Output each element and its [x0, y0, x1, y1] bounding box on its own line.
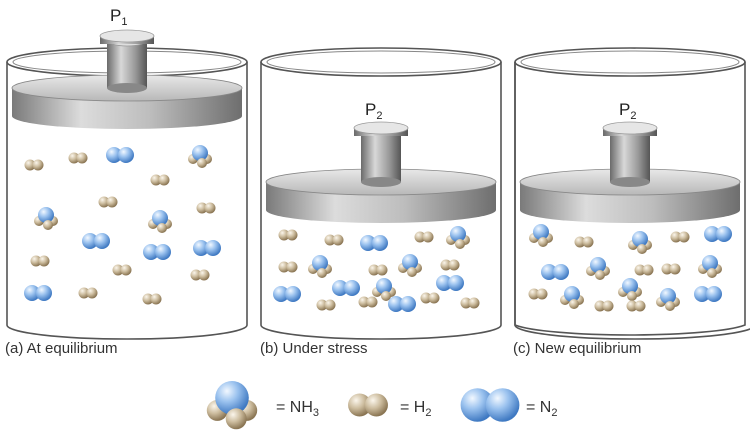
h2-molecule — [324, 234, 344, 246]
n2-molecule — [360, 235, 388, 251]
h2-molecule — [634, 264, 654, 276]
h2-molecule — [574, 236, 594, 248]
h2-molecule — [98, 196, 118, 208]
n2-molecule — [332, 280, 360, 296]
n2-molecule-icon — [460, 388, 520, 422]
nh3-molecule — [656, 288, 680, 311]
h2-molecule — [626, 300, 646, 312]
n2-molecule — [704, 226, 732, 242]
molecules-a — [24, 145, 221, 305]
caption-under-stress: (b) Under stress — [260, 340, 368, 357]
molecules-c — [528, 224, 732, 312]
n2-molecule — [694, 286, 722, 302]
legend-nh3-label: = NH3 — [276, 399, 320, 419]
h2-molecule — [414, 231, 434, 243]
h2-molecule — [661, 263, 681, 275]
h2-molecule — [196, 202, 216, 214]
nh3-molecule — [560, 286, 584, 309]
h2-molecule — [358, 296, 378, 308]
nh3-molecule — [148, 210, 172, 233]
nh3-molecule — [628, 231, 652, 254]
h2-molecule — [78, 287, 98, 299]
cylinder-c — [514, 47, 750, 340]
h2-molecule — [440, 259, 460, 271]
legend-n2-label: = N2 — [526, 399, 558, 419]
h2-molecule-icon — [348, 393, 388, 417]
nh3-molecule — [34, 207, 58, 230]
n2-molecule — [106, 147, 134, 163]
h2-molecule — [142, 293, 162, 305]
nh3-molecule-icon — [206, 381, 258, 430]
caption-at-equilibrium: (a) At equilibrium — [5, 340, 118, 357]
h2-molecule — [316, 299, 336, 311]
h2-molecule — [24, 159, 44, 171]
h2-molecule — [278, 261, 298, 273]
piston-c — [519, 121, 741, 223]
h2-molecule — [190, 269, 210, 281]
h2-molecule — [278, 229, 298, 241]
nh3-molecule — [529, 224, 553, 247]
n2-molecule — [143, 244, 171, 260]
h2-molecule — [30, 255, 50, 267]
n2-molecule — [273, 286, 301, 302]
n2-molecule — [24, 285, 52, 301]
h2-molecule — [460, 297, 480, 309]
pressure-label-c: P2 — [619, 100, 637, 122]
h2-molecule — [594, 300, 614, 312]
n2-molecule — [193, 240, 221, 256]
h2-molecule — [68, 152, 88, 164]
pressure-label-b: P2 — [365, 100, 383, 122]
nh3-molecule — [188, 145, 212, 168]
nh3-molecule — [446, 226, 470, 249]
h2-molecule — [150, 174, 170, 186]
h2-molecule — [420, 292, 440, 304]
n2-molecule — [541, 264, 569, 280]
n2-molecule — [436, 275, 464, 291]
pressure-label-a: P1 — [110, 6, 128, 28]
caption-new-equilibrium: (c) New equilibrium — [513, 340, 642, 357]
legend-h2-label: = H2 — [400, 399, 432, 419]
h2-molecule — [670, 231, 690, 243]
h2-molecule — [112, 264, 132, 276]
piston-a — [11, 29, 243, 129]
piston-b — [265, 121, 497, 223]
nh3-molecule — [586, 257, 610, 280]
h2-molecule — [368, 264, 388, 276]
molecules-b — [273, 226, 480, 312]
h2-molecule — [528, 288, 548, 300]
nh3-molecule — [398, 254, 422, 277]
nh3-molecule — [308, 255, 332, 278]
n2-molecule — [82, 233, 110, 249]
nh3-molecule — [618, 278, 642, 301]
n2-molecule — [388, 296, 416, 312]
nh3-molecule — [698, 255, 722, 278]
cylinder-b — [260, 47, 502, 340]
